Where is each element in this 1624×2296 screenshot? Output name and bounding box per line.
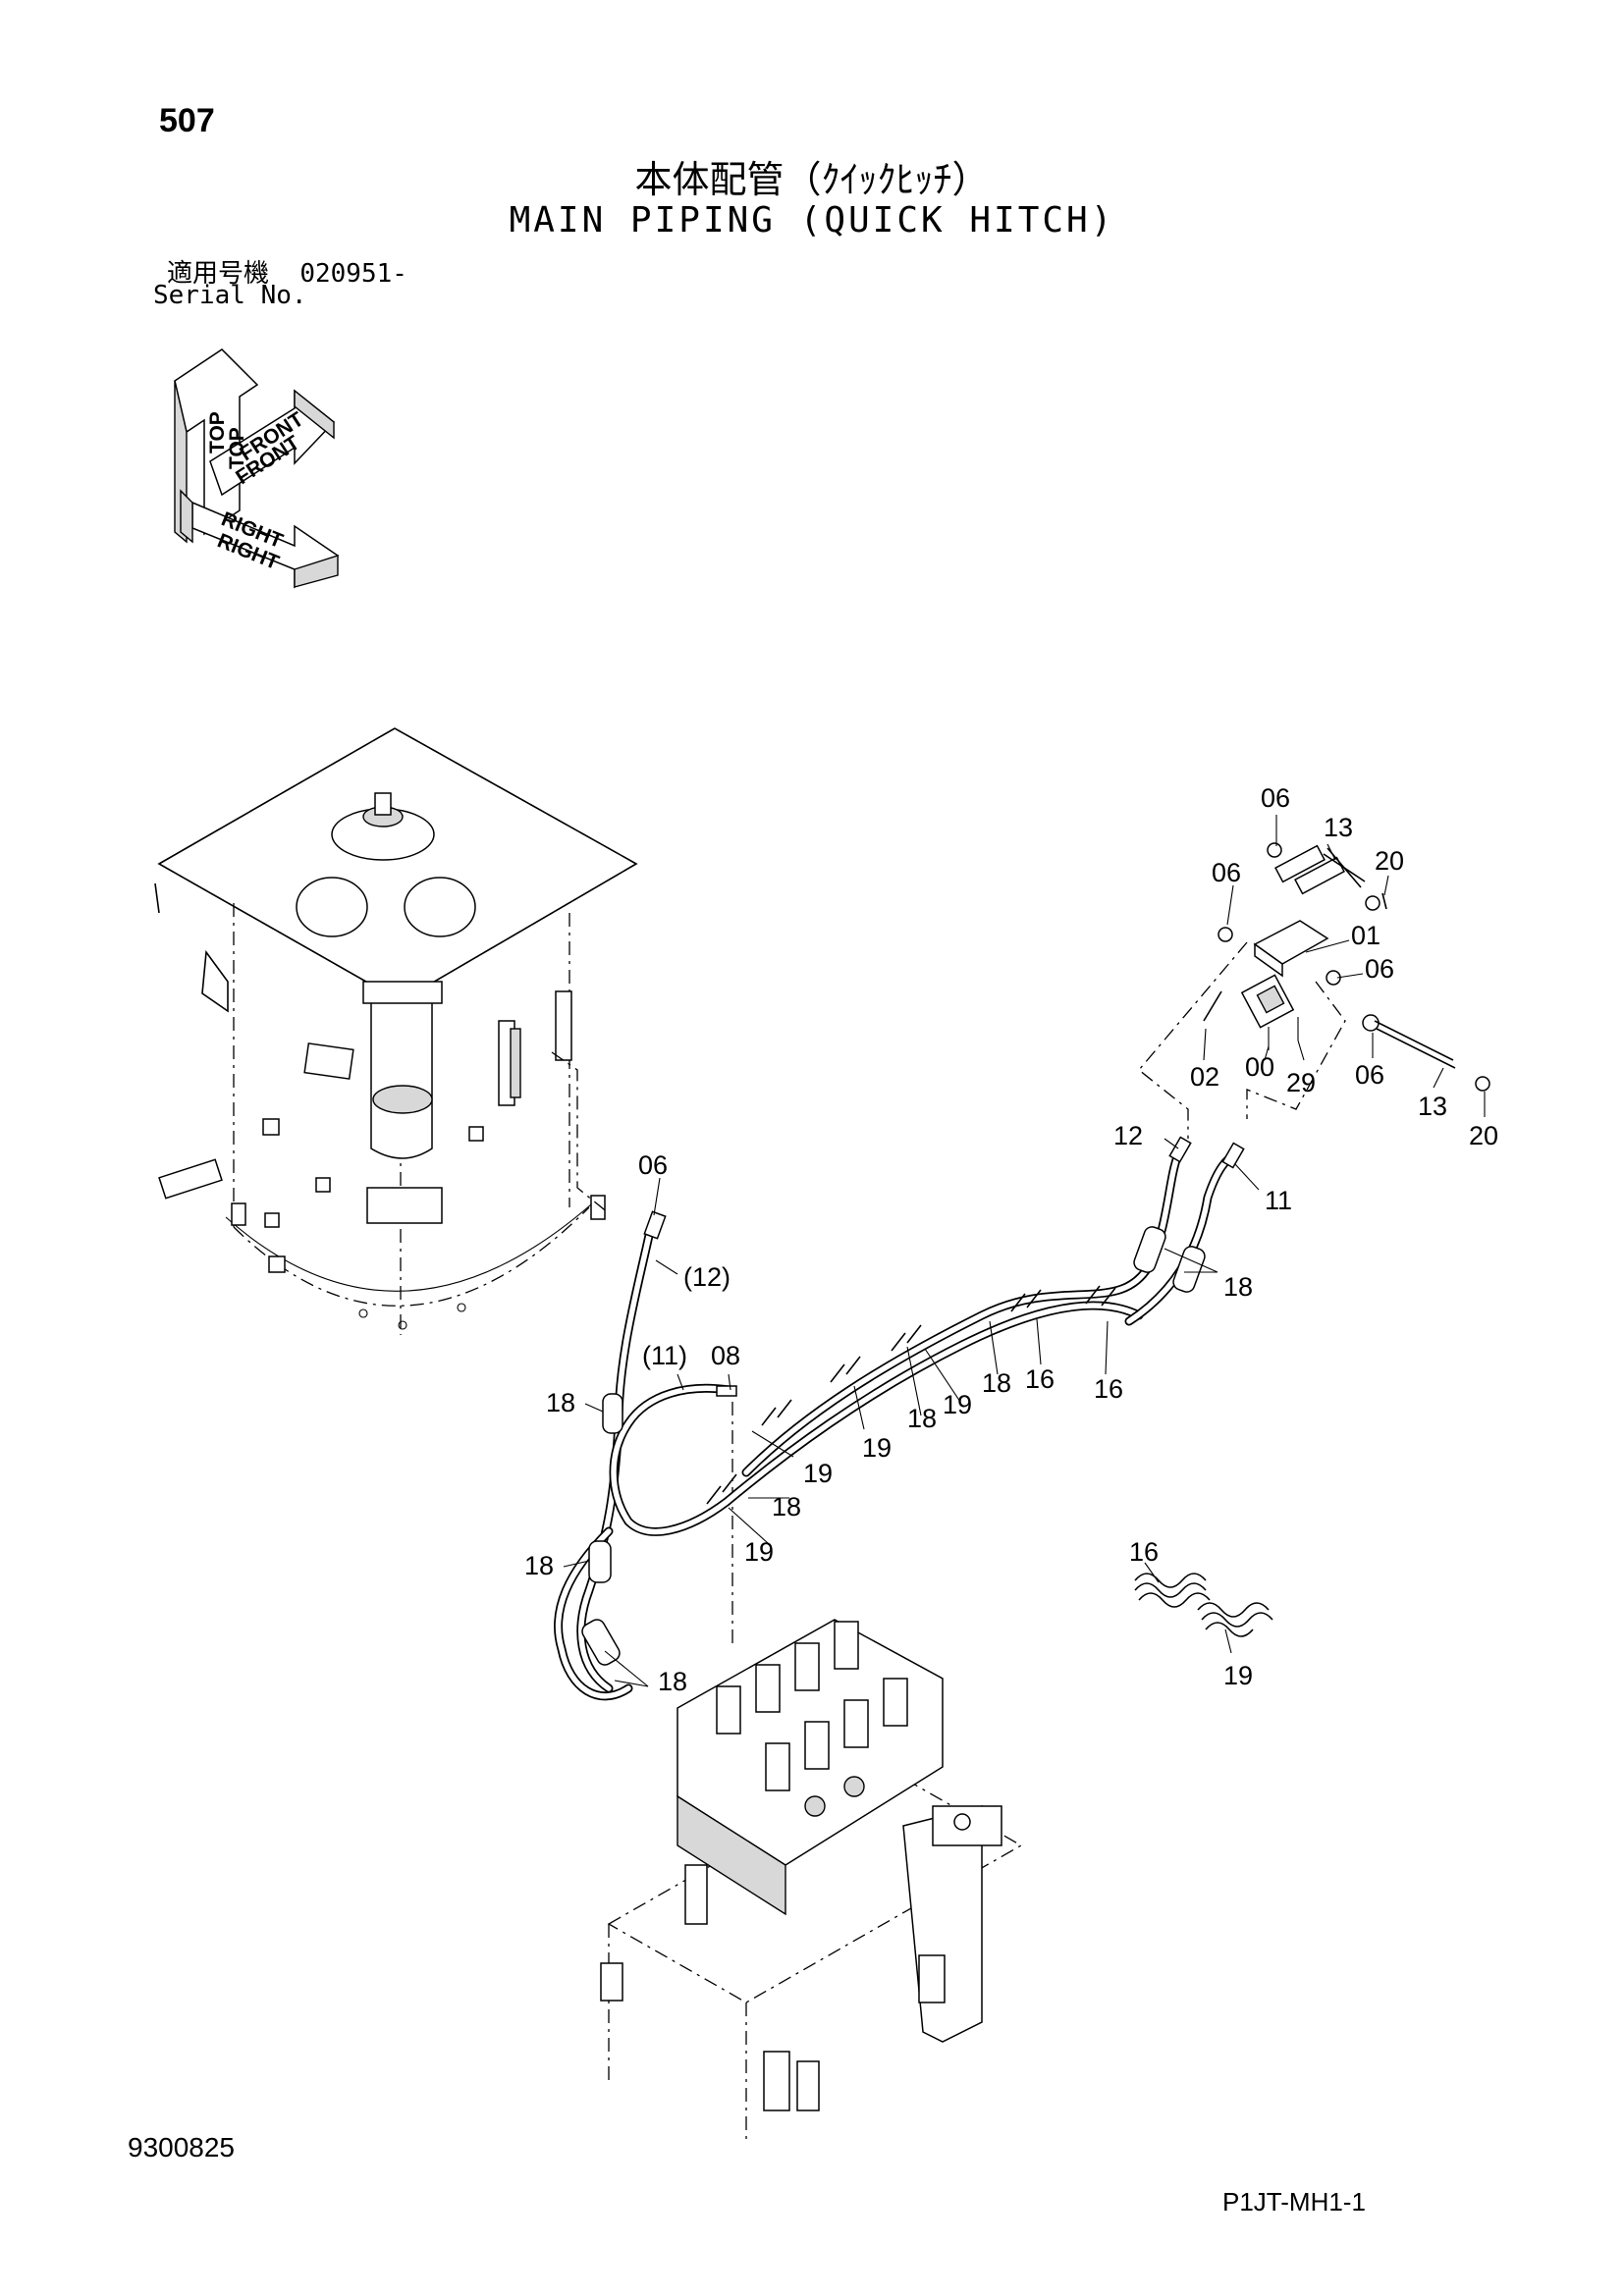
callout-18: 18 — [524, 1551, 554, 1580]
callout-06: 06 — [638, 1150, 668, 1180]
callout-00: 00 — [1245, 1052, 1274, 1082]
callout-13: 13 — [1418, 1092, 1447, 1121]
callout-18: 18 — [546, 1388, 575, 1417]
callout-labels: 06 13 20 06 01 06 02 00 29 06 13 20 12 1… — [524, 783, 1498, 1696]
serial-label-english: Serial No. — [153, 281, 307, 310]
orientation-top-label-2: TOP — [226, 427, 248, 469]
callout-18: 18 — [772, 1492, 801, 1522]
hose-clamp-icon — [1134, 1573, 1273, 1637]
callout-13: 13 — [1324, 813, 1353, 842]
tank-assembly-drawing — [154, 727, 638, 1335]
reference-code: P1JT-MH1-1 — [1222, 2187, 1366, 2216]
title-english: MAIN PIPING (QUICK HITCH) — [509, 200, 1115, 240]
callout-18: 18 — [658, 1667, 687, 1696]
callout-18: 18 — [1223, 1272, 1253, 1302]
callout-08: 08 — [711, 1341, 740, 1370]
orientation-arrows-icon: TOP TOP FRONT FRONT RIGHT RIGHT — [174, 348, 340, 589]
callout-16: 16 — [1025, 1364, 1055, 1394]
callout-11-ref: (11) — [642, 1341, 687, 1370]
solenoid-valve-drawing — [1203, 842, 1490, 1092]
orientation-top-label: TOP — [206, 411, 229, 454]
callout-16: 16 — [1094, 1374, 1123, 1404]
hose-clamps — [706, 1285, 1116, 1505]
hose-routing — [554, 1136, 1245, 1701]
callout-06: 06 — [1261, 783, 1290, 813]
callout-06: 06 — [1365, 954, 1394, 984]
callout-19: 19 — [862, 1433, 892, 1463]
callout-02: 02 — [1190, 1062, 1219, 1092]
callout-06: 06 — [1355, 1060, 1384, 1090]
callout-19: 19 — [943, 1390, 972, 1419]
callout-12: 12 — [1113, 1121, 1143, 1150]
serial-label-jp: 適用号機 — [167, 259, 270, 289]
callout-18: 18 — [907, 1404, 937, 1433]
leader-lines — [551, 941, 1346, 1649]
callout-01: 01 — [1351, 921, 1380, 950]
control-valve-drawing — [600, 1619, 1023, 2140]
callout-leaders — [563, 815, 1486, 1687]
callout-20: 20 — [1469, 1121, 1498, 1150]
serial-line-japanese: 適用号機 020951- — [167, 253, 407, 290]
callout-20: 20 — [1375, 846, 1404, 876]
document-number: 9300825 — [128, 2132, 236, 2163]
callout-16: 16 — [1129, 1537, 1159, 1567]
callout-11: 11 — [1265, 1186, 1292, 1215]
callout-18: 18 — [982, 1368, 1011, 1398]
callout-12-ref: (12) — [683, 1262, 731, 1292]
page-number: 507 — [159, 102, 215, 139]
callout-19: 19 — [1223, 1661, 1253, 1690]
callout-29: 29 — [1286, 1068, 1316, 1097]
callout-06: 06 — [1212, 858, 1241, 887]
title-japanese: 本体配管（ｸｲｯｸﾋｯﾁ） — [634, 158, 990, 201]
callout-19: 19 — [803, 1459, 833, 1488]
serial-value: 020951- — [299, 259, 407, 289]
callout-19: 19 — [744, 1537, 774, 1567]
